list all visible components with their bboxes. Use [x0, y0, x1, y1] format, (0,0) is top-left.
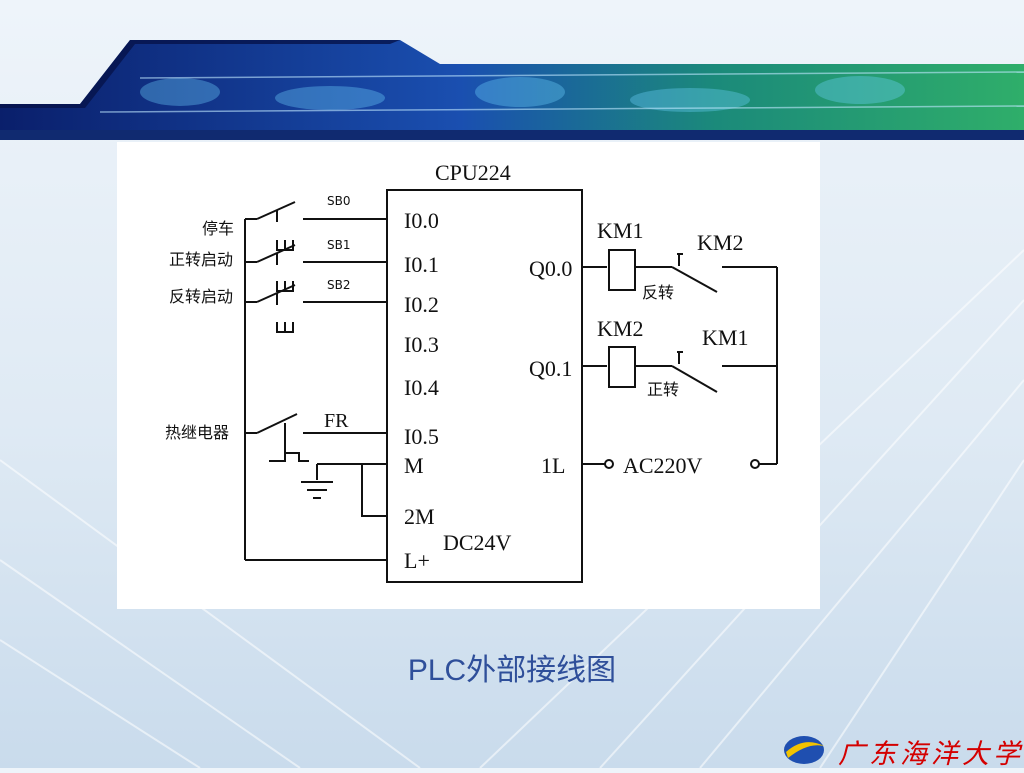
terminal-i0-1: I0.1: [404, 252, 439, 277]
cpu-box: [386, 189, 583, 583]
switch-sb1-label: SB1: [327, 238, 350, 252]
slide-caption: PLC外部接线图: [407, 654, 617, 687]
terminal-q0-0: Q0.0: [529, 256, 572, 281]
switch-sb2-label: SB2: [327, 278, 350, 292]
terminal-1l: 1L: [541, 453, 565, 478]
switch-sb0-label: SB0: [327, 194, 350, 208]
header-banner: [0, 40, 1024, 140]
coil-km2-label: KM2: [597, 316, 643, 341]
terminal-i0-2: I0.2: [404, 292, 439, 317]
terminal-2m: 2M: [404, 504, 435, 529]
coil-note-forward: 正转: [647, 380, 679, 399]
terminal-i0-4: I0.4: [404, 375, 439, 400]
coil-km1-label: KM1: [597, 218, 643, 243]
input-label-reverse-start: 反转启动: [169, 287, 233, 306]
ac-supply-label: AC220V: [623, 453, 703, 478]
university-name: 广东海洋大学: [838, 739, 1024, 770]
terminal-l-plus: L+: [404, 548, 430, 573]
dc-supply-label: DC24V: [443, 530, 512, 555]
terminal-i0-0: I0.0: [404, 208, 439, 233]
input-label-forward-start: 正转启动: [169, 250, 233, 269]
terminal-i0-3: I0.3: [404, 332, 439, 357]
terminal-q0-1: Q0.1: [529, 356, 572, 381]
input-label-thermal-relay: 热继电器: [165, 423, 229, 442]
university-logo: 广东海洋大学: [778, 728, 1024, 770]
input-label-stop: 停车: [202, 219, 234, 238]
coil-note-reverse: 反转: [642, 283, 674, 302]
terminal-i0-5: I0.5: [404, 424, 439, 449]
wiring-diagram-panel: CPU224 I0.0 I0.1 I0.2 I0.3 I0.4 I0.5 M 2…: [117, 142, 820, 609]
university-emblem-icon: [784, 736, 824, 764]
interlock-km1-label: KM1: [702, 325, 748, 350]
interlock-km2-label: KM2: [697, 230, 743, 255]
plc-wiring-diagram: CPU224 I0.0 I0.1 I0.2 I0.3 I0.4 I0.5 M 2…: [165, 160, 778, 583]
switch-fr-label: FR: [324, 410, 349, 432]
cpu-model-label: CPU224: [435, 160, 511, 185]
terminal-m: M: [404, 453, 424, 478]
